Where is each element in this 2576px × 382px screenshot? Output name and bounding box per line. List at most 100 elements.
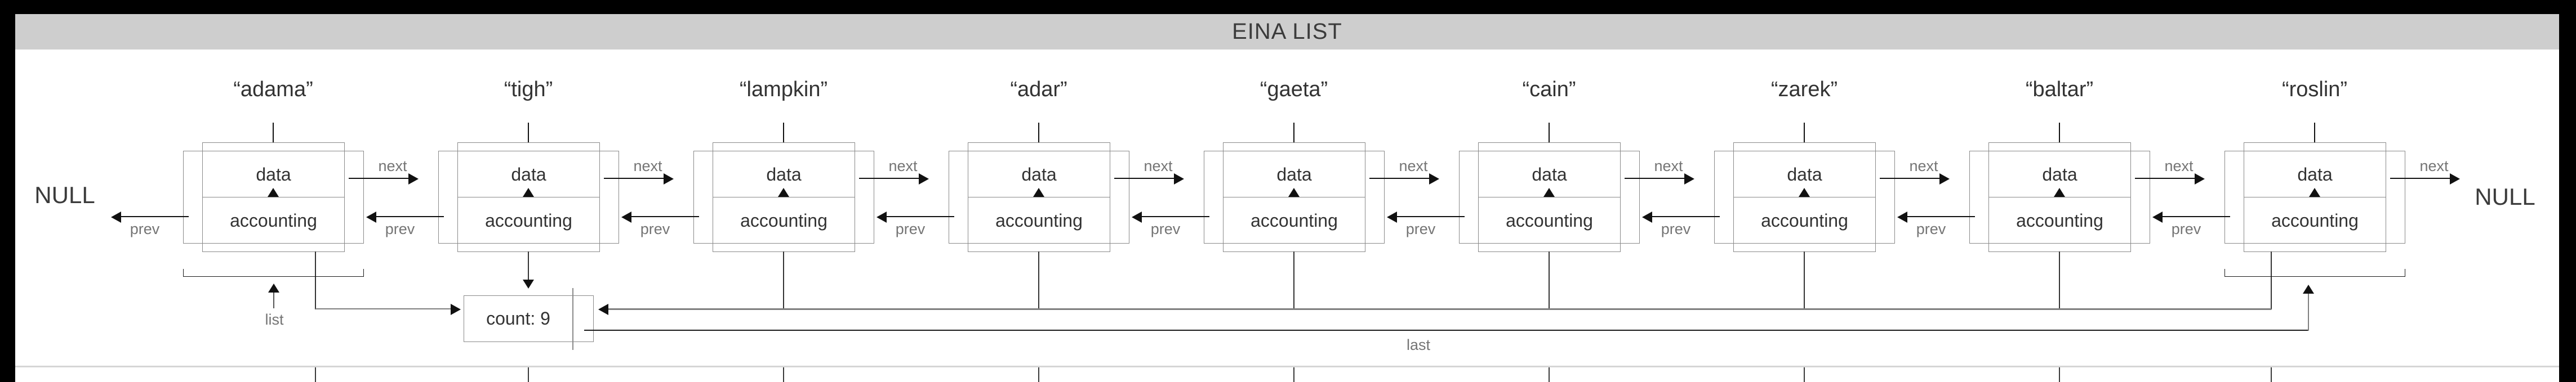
left-letterbox	[0, 0, 15, 382]
bottom-tick	[315, 367, 316, 382]
next-pointer-line	[1880, 178, 1939, 179]
next-pointer-label: next	[378, 158, 407, 174]
list-node: “adar” data accounting next prev	[877, 73, 1184, 315]
node-data-cell: data	[256, 164, 291, 185]
next-pointer-line	[2390, 178, 2450, 179]
node-outer-box	[183, 151, 364, 244]
node-accounting-cell: accounting	[1506, 210, 1593, 231]
prev-pointer-label: prev	[1916, 221, 1946, 237]
last-pointer-label: last	[1406, 336, 1431, 353]
accounting-count-box-pin	[572, 288, 573, 350]
node-data-value-label: “baltar”	[2025, 78, 2094, 101]
diagram-title-bar: EINA LIST	[15, 14, 2559, 50]
prev-pointer-line	[631, 216, 699, 217]
list-node: “tigh” data accounting next prev	[366, 73, 674, 315]
next-pointer-arrowhead-icon	[408, 173, 419, 185]
list-node: “roslin” data accounting next prev	[2152, 73, 2460, 315]
accounting-bus-arrowhead-icon	[598, 304, 608, 315]
node-data-cell: data	[511, 164, 546, 185]
prev-pointer-arrowhead-icon	[1387, 212, 1397, 223]
right-letterbox	[2559, 0, 2576, 382]
list-node: “zarek” data accounting next prev	[1642, 73, 1950, 315]
data-pointer-line	[2059, 123, 2060, 142]
node-data-cell: data	[2297, 164, 2333, 185]
next-pointer-arrowhead-icon	[2450, 173, 2460, 185]
next-pointer-line	[1369, 178, 1429, 179]
node-accounting-cell: accounting	[230, 210, 317, 231]
list-node: “lampkin” data accounting next prev	[621, 73, 929, 315]
prev-pointer-label: prev	[2171, 221, 2201, 237]
accounting-drop-line	[1038, 251, 1039, 309]
prev-pointer-label: prev	[1150, 221, 1181, 237]
next-pointer-arrowhead-icon	[1684, 173, 1694, 185]
next-pointer-line	[349, 178, 408, 179]
node-data-value-label: “lampkin”	[739, 78, 828, 101]
node-outer-box	[1969, 151, 2150, 244]
prev-pointer-line	[1907, 216, 1975, 217]
bottom-tick	[2271, 367, 2272, 382]
accounting-line-first	[315, 308, 451, 309]
data-pointer-line	[2314, 123, 2315, 142]
accounting-drop-line	[2271, 251, 2272, 309]
last-pointer-riser	[2308, 294, 2309, 331]
last-target-bracket	[2224, 269, 2405, 277]
prev-pointer-arrowhead-icon	[1132, 212, 1142, 223]
prev-pointer-line	[121, 216, 189, 217]
list-node: “cain” data accounting next prev	[1387, 73, 1694, 315]
prev-pointer-arrowhead-icon	[621, 212, 631, 223]
list-target-bracket	[183, 269, 364, 277]
next-pointer-arrowhead-icon	[2195, 173, 2205, 185]
data-pointer-arrowhead-icon	[2054, 188, 2065, 197]
accounting-bus-line	[608, 308, 2271, 310]
prev-pointer-line	[1652, 216, 1720, 217]
next-pointer-label: next	[1399, 158, 1428, 174]
last-pointer-arrowhead-icon	[2303, 285, 2314, 294]
prev-pointer-label: prev	[385, 221, 415, 237]
prev-pointer-label: prev	[895, 221, 926, 237]
next-pointer-label: next	[2419, 158, 2449, 174]
next-pointer-label: next	[888, 158, 918, 174]
node-accounting-cell: accounting	[2271, 210, 2359, 231]
node-data-cell: data	[2042, 164, 2077, 185]
next-pointer-line	[859, 178, 919, 179]
next-pointer-line	[1625, 178, 1684, 179]
data-pointer-line	[783, 123, 784, 142]
accounting-drop-arrowhead-icon	[523, 280, 534, 289]
node-data-value-label: “adar”	[1010, 78, 1067, 101]
null-left-label: NULL	[34, 182, 95, 208]
node-accounting-cell: accounting	[740, 210, 827, 231]
diagram-title: EINA LIST	[1232, 19, 1342, 44]
accounting-drop-line	[1549, 251, 1550, 309]
bottom-tick	[1549, 367, 1550, 382]
next-pointer-arrowhead-icon	[664, 173, 674, 185]
node-data-value-label: “zarek”	[1770, 78, 1838, 101]
node-accounting-cell: accounting	[2016, 210, 2103, 231]
accounting-drop-line	[783, 251, 784, 309]
bottom-tick	[528, 367, 529, 382]
prev-pointer-arrowhead-icon	[111, 212, 121, 223]
next-pointer-label: next	[1654, 158, 1683, 174]
next-pointer-arrowhead-icon	[919, 173, 929, 185]
data-pointer-line	[1804, 123, 1805, 142]
accounting-drop-line	[528, 251, 529, 280]
list-node: “adama” data accounting next prev	[111, 73, 419, 315]
node-data-cell: data	[1787, 164, 1822, 185]
data-pointer-arrowhead-icon	[1288, 188, 1300, 197]
node-outer-box	[1204, 151, 1385, 244]
bottom-tick	[1293, 367, 1294, 382]
data-pointer-arrowhead-icon	[523, 188, 534, 197]
accounting-drop-line	[1293, 251, 1294, 309]
next-pointer-arrowhead-icon	[1939, 173, 1950, 185]
bottom-section-rule	[15, 366, 2559, 367]
node-outer-box	[2224, 151, 2405, 244]
list-pointer-arrowhead-icon	[268, 284, 279, 293]
data-pointer-line	[1038, 123, 1039, 142]
list-node: “gaeta” data accounting next prev	[1132, 73, 1439, 315]
diagram-canvas	[15, 14, 2559, 382]
node-data-value-label: “adama”	[233, 78, 313, 101]
list-pointer-label: list	[265, 311, 284, 328]
prev-pointer-arrowhead-icon	[2152, 212, 2163, 223]
last-pointer-line	[584, 330, 2309, 331]
prev-pointer-arrowhead-icon	[877, 212, 887, 223]
prev-pointer-label: prev	[1405, 221, 1436, 237]
